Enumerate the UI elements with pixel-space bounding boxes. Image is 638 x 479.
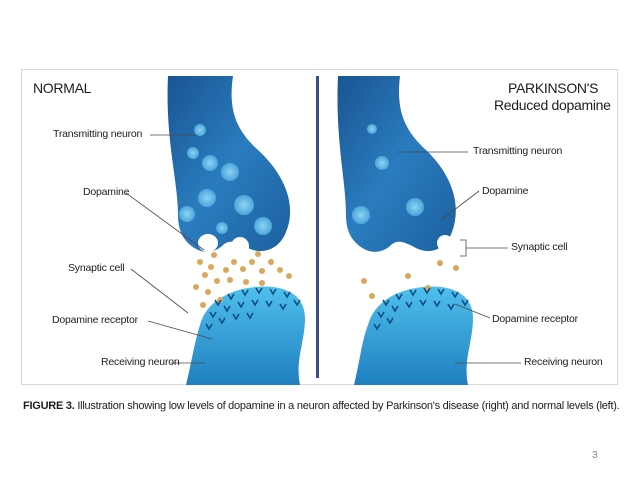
left-receiving-neuron [186,286,305,385]
left-transmitting-label: Transmitting neuron [53,128,143,140]
left-dopamine-particles [193,251,292,308]
right-transmitting-label: Transmitting neuron [473,145,563,157]
left-receptors [205,287,301,331]
parkinsons-heading: PARKINSON'S [508,80,599,96]
page-number: 3 [592,450,598,461]
right-receptors [373,287,469,331]
normal-heading: NORMAL [33,80,92,96]
left-receiving-label: Receiving neuron [101,356,180,368]
left-synaptic-label: Synaptic cell [68,262,125,274]
right-transmitting-neuron [337,76,456,252]
left-pit-1 [198,234,218,252]
left-receptor-label: Dopamine receptor [52,314,138,326]
right-pit-1 [366,253,386,271]
left-pit-2 [231,237,249,255]
right-receiving-neuron [354,286,473,385]
panel-divider [316,76,319,378]
right-receptor-label: Dopamine receptor [492,313,578,325]
left-leader-lines [125,134,213,364]
reduced-dopamine-subheading: Reduced dopamine [494,97,611,113]
caption-text: Illustration showing low levels of dopam… [74,400,620,412]
right-dopamine-label: Dopamine [482,185,529,197]
right-leader-lines [398,151,521,364]
figure-number: FIGURE 3. [23,400,75,412]
right-vesicles [352,124,424,224]
left-dopamine-label: Dopamine [83,186,130,198]
figure-frame [21,69,618,385]
figure-caption: FIGURE 3. Illustration showing low level… [23,400,620,412]
right-pit-2 [437,235,453,251]
right-synaptic-label: Synaptic cell [511,241,568,253]
right-receiving-label: Receiving neuron [524,356,603,368]
left-vesicles [179,124,272,235]
